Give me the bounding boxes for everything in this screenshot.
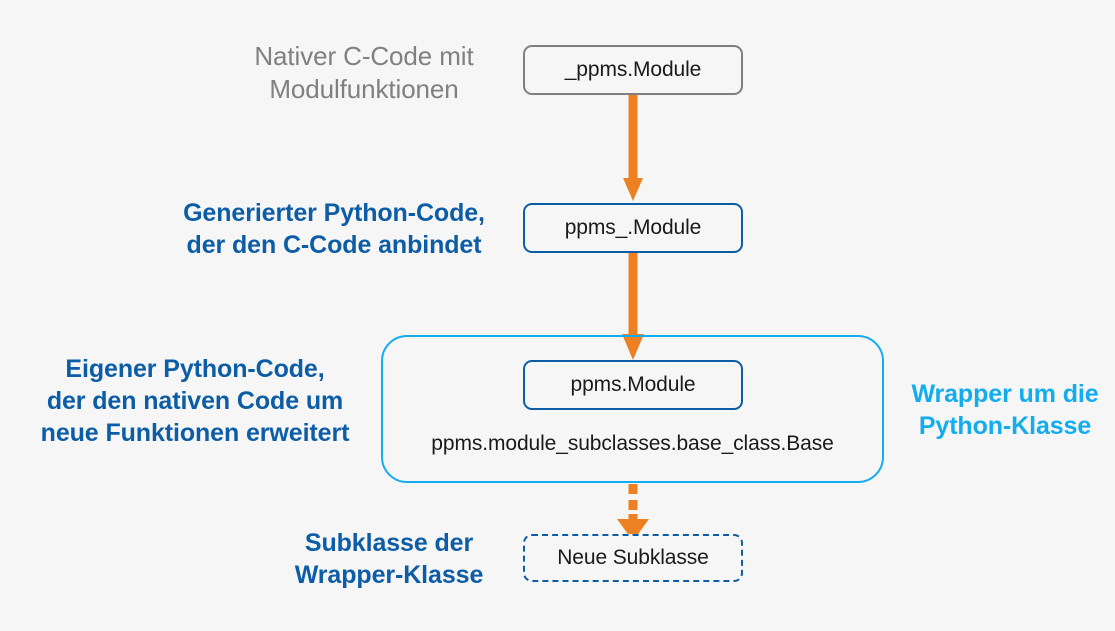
wrapper-container <box>381 335 884 483</box>
node-generated-module[interactable]: ppms_.Module <box>523 203 743 253</box>
label-subclass-of-wrapper: Subklasse der Wrapper-Klasse <box>294 529 484 589</box>
node-wrapper-module-text: ppms.Module <box>570 373 696 396</box>
node-new-subclass-text: Neue Subklasse <box>557 546 709 569</box>
node-new-subclass[interactable]: Neue Subklasse <box>523 534 743 582</box>
arrow-native-to-generated <box>623 94 643 201</box>
label-generated-python-code: Generierter Python-Code, der den C-Code … <box>183 199 485 259</box>
label-native-c-code: Nativer C-Code mit Modulfunktionen <box>254 41 474 105</box>
node-base-class-text: ppms.module_subclasses.base_class.Base <box>431 432 834 455</box>
label-own-python-code: Eigener Python-Code, der den nativen Cod… <box>40 355 350 447</box>
node-native-module[interactable]: _ppms.Module <box>523 45 743 95</box>
label-wrapper-python-class: Wrapper um die Python-Klasse <box>911 380 1099 440</box>
node-generated-module-text: ppms_.Module <box>564 216 702 239</box>
node-native-module-text: _ppms.Module <box>564 58 702 81</box>
node-wrapper-module[interactable]: ppms.Module <box>523 360 743 410</box>
arrow-wrapper-to-subclass <box>617 484 649 541</box>
